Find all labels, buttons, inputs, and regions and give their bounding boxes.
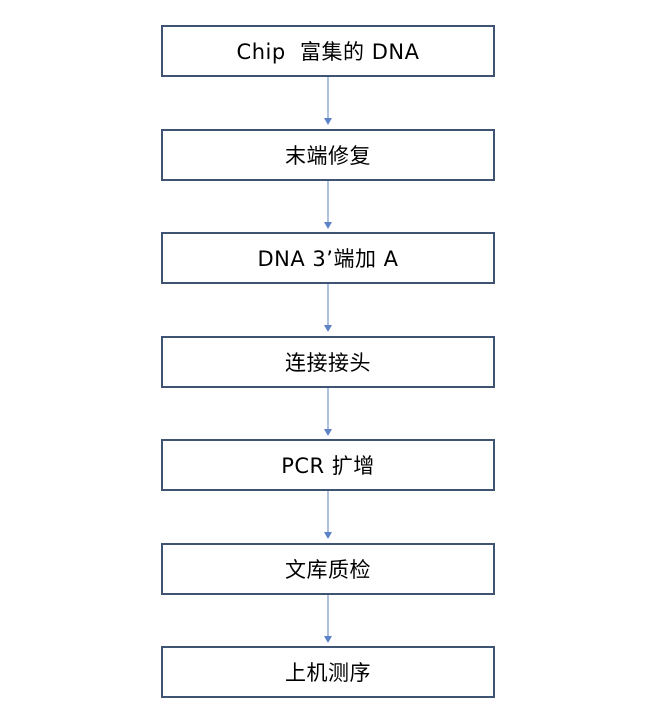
step-box-adapter-ligation: 连接接头 [161,336,495,388]
step-label: 上机测序 [285,661,371,685]
step-box-a-tailing: DNA 3’端加 A [161,232,495,284]
step-label: 连接接头 [285,351,371,375]
step-box-chip-dna: Chip 富集的 DNA [161,25,495,77]
step-label: 文库质检 [285,558,371,582]
step-label: DNA 3’端加 A [257,247,399,271]
step-label: Chip 富集的 DNA [236,40,420,64]
step-box-library-qc: 文库质检 [161,543,495,595]
step-label: PCR 扩增 [281,454,375,478]
step-box-end-repair: 末端修复 [161,129,495,181]
step-label: 末端修复 [285,144,371,168]
step-box-sequencing: 上机测序 [161,646,495,698]
step-box-pcr-amplification: PCR 扩增 [161,439,495,491]
